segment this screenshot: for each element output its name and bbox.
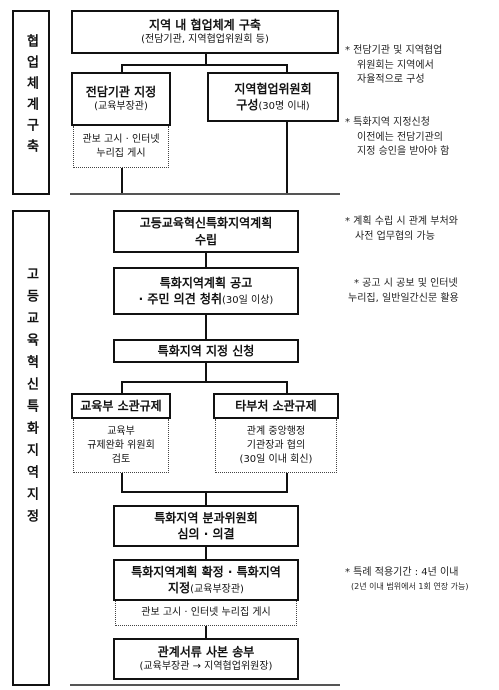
moe-regulation-box: 교육부 소관규제 — [71, 393, 171, 419]
connector — [205, 253, 207, 267]
designation-apply-label: 특화지역 지정 신청 — [157, 343, 255, 358]
plan-establish-line1: 고등교육혁신특화지역계획 — [139, 216, 273, 231]
connector — [121, 381, 288, 383]
plan-confirm-line1: 특화지역계획 확정 · 특화지역 — [131, 564, 281, 579]
note-line: 위원회는 지역에서 — [357, 59, 434, 71]
connector — [286, 64, 288, 72]
connector — [286, 120, 288, 194]
regional-committee-box: 지역협업위원회 구성(30명 이내) — [207, 72, 339, 122]
connector — [121, 64, 123, 72]
subcommittee-review-line1: 특화지역 분과위원회 — [154, 510, 258, 525]
note-collab-autonomy: * 전담기관 및 지역협업 위원회는 지역에서 자율적으로 구성 — [345, 44, 495, 88]
note-line: 누리집, 일반일간신문 활용 — [348, 292, 459, 304]
plan-announce-line2: · 주민 의견 청취 — [138, 291, 223, 306]
note-line: 자율적으로 구성 — [357, 74, 425, 85]
note-line: (2년 이내 범위에서 1회 연장 가능) — [351, 581, 469, 591]
documents-send-line1: 관계서류 사본 송부 — [157, 645, 255, 660]
documents-send-box: 관계서류 사본 송부 (교육부장관 → 지역협업위원장) — [113, 638, 299, 680]
agency-designation-box: 전담기관 지정 (교육부장관) — [71, 72, 171, 126]
agency-detail-line2: 누리집 게시 — [96, 147, 146, 159]
plan-establish-box: 고등교육혁신특화지역계획 수립 — [113, 210, 299, 253]
moe-detail-line1: 교육부 — [107, 425, 135, 437]
note-line: * 전담기관 및 지역협업 — [345, 45, 443, 56]
note-special-period: * 특례 적용기간 : 4년 이내 (2년 이내 범위에서 1회 연장 가능) — [345, 566, 497, 592]
connector — [286, 381, 288, 393]
note-line: * 특례 적용기간 : 4년 이내 — [345, 567, 459, 578]
regional-committee-limit: (30명 이내) — [258, 100, 310, 112]
designation-apply-box: 특화지역 지정 신청 — [113, 339, 299, 363]
other-ministry-regulation-box: 타부처 소관규제 — [213, 393, 339, 419]
subcommittee-review-box: 특화지역 분과위원회 심의 · 의결 — [113, 505, 299, 547]
connector — [205, 361, 207, 383]
collab-system-box: 지역 내 협업체계 구축 (전담기관, 지역협업위원회 등) — [71, 10, 339, 54]
connector — [121, 168, 123, 194]
regional-committee-compose: 구성 — [236, 97, 259, 112]
note-line: * 특화지역 지정신청 — [345, 117, 430, 128]
note-prior-consultation: * 계획 수립 시 관계 부처와 사전 업무협의 가능 — [345, 215, 497, 244]
documents-send-line2: (교육부장관 → 지역협업위원장) — [139, 661, 273, 673]
sidebar-section-collaboration: 협업체계구축 — [12, 10, 50, 195]
connector — [121, 381, 123, 393]
sidebar-label-collaboration: 협업체계구축 — [23, 34, 39, 160]
note-line: 지정 승인을 받아야 함 — [357, 146, 450, 157]
other-ministry-regulation-title: 타부처 소관규제 — [235, 398, 317, 413]
note-announcement: * 공고 시 공보 및 인터넷 누리집, 일반일간신문 활용 — [348, 277, 498, 306]
plan-confirm-detail: 관보 고시 · 인터넷 누리집 게시 — [115, 601, 297, 626]
subcommittee-review-line2: 심의 · 의결 — [177, 527, 235, 541]
agency-detail-line1: 관보 고시 · 인터넷 — [82, 133, 160, 145]
plan-confirm-box: 특화지역계획 확정 · 특화지역 지정(교육부장관) — [113, 559, 299, 601]
plan-announce-period: (30일 이상) — [222, 294, 274, 306]
moe-regulation-title: 교육부 소관규제 — [80, 398, 162, 413]
plan-announce-line1: 특화지역계획 공고 — [159, 275, 253, 290]
note-agency-approval: * 특화지역 지정신청 이전에는 전담기관의 지정 승인을 받아야 함 — [345, 116, 495, 160]
moe-detail-line2: 규제완화 위원회 — [87, 439, 155, 451]
agency-designation-detail: 관보 고시 · 인터넷 누리집 게시 — [73, 126, 169, 168]
moe-detail-line3: 검토 — [111, 453, 131, 465]
plan-announce-box: 특화지역계획 공고 · 주민 의견 청취(30일 이상) — [113, 267, 299, 315]
sidebar-label-designation: 고등교육혁신특화지역지정 — [23, 267, 39, 531]
regional-committee-title: 지역협업위원회 — [234, 81, 312, 96]
connector — [205, 626, 207, 638]
agency-designation-subtitle: (교육부장관) — [94, 101, 148, 113]
plan-confirm-detail-text: 관보 고시 · 인터넷 누리집 게시 — [141, 607, 271, 618]
connector — [121, 473, 123, 493]
note-line: * 계획 수립 시 관계 부처와 — [345, 216, 458, 227]
other-ministry-detail-line2: 기관장과 협의 — [246, 439, 306, 451]
moe-regulation-detail: 교육부 규제완화 위원회 검토 — [73, 419, 169, 473]
connector — [205, 491, 207, 505]
collab-system-subtitle: (전담기관, 지역협업위원회 등) — [141, 34, 269, 46]
sidebar-section-designation: 고등교육혁신특화지역지정 — [12, 210, 50, 686]
other-ministry-detail-line1: 관계 중앙행정 — [246, 425, 306, 437]
connector — [286, 473, 288, 493]
connector — [205, 52, 207, 66]
note-line: 이전에는 전담기관의 — [357, 131, 443, 143]
connector — [205, 547, 207, 559]
plan-confirm-authority: (교육부장관) — [190, 583, 244, 595]
plan-confirm-line2: 지정 — [168, 580, 191, 595]
plan-establish-line2: 수립 — [194, 232, 218, 247]
collab-system-title: 지역 내 협업체계 구축 — [149, 18, 261, 33]
connector — [121, 491, 288, 493]
other-ministry-regulation-detail: 관계 중앙행정 기관장과 협의 (30일 이내 회신) — [215, 419, 337, 473]
connector — [121, 64, 288, 66]
connector — [205, 315, 207, 339]
note-line: * 공고 시 공보 및 인터넷 — [354, 278, 458, 289]
agency-designation-title: 전담기관 지정 — [85, 85, 157, 100]
other-ministry-detail-line3: (30일 이내 회신) — [239, 453, 313, 465]
divider — [70, 684, 340, 686]
note-line: 사전 업무협의 가능 — [355, 230, 435, 242]
divider — [70, 193, 340, 195]
